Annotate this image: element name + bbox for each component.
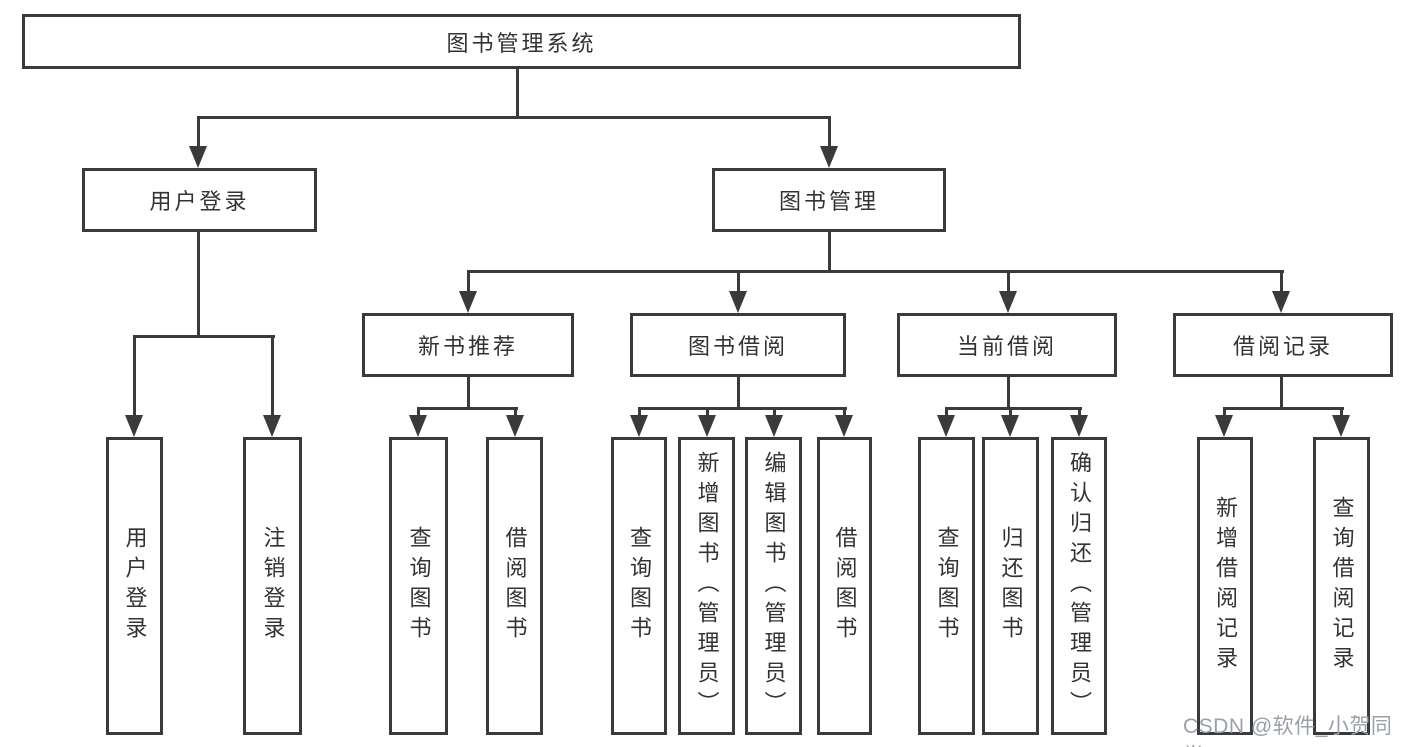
connector-arrow-stem (467, 270, 470, 298)
node-current-borrow: 当前借阅 (897, 313, 1117, 377)
connector-level3-bar (467, 270, 1284, 273)
leaf-query-book-borrow: 查询图书 (611, 437, 667, 735)
connector-arrow-stem (133, 335, 136, 421)
arrow-down-icon (1070, 415, 1088, 437)
connector-arrow-stem (737, 270, 740, 298)
connector-arrow-stem (828, 116, 831, 152)
arrow-down-icon (189, 146, 207, 168)
connector-borrow-group-bar (638, 407, 847, 410)
arrow-down-icon (820, 146, 838, 168)
arrow-down-icon (765, 415, 783, 437)
arrow-down-icon (263, 415, 281, 437)
leaf-borrow-book: 借阅图书 (817, 437, 872, 735)
connector-root-drop (516, 68, 519, 117)
leaf-edit-book-admin: 编辑图书（管理员） (745, 437, 802, 735)
connector-book-mgmt-drop (828, 232, 831, 272)
arrow-down-icon (125, 415, 143, 437)
connector-book-borrow-drop (737, 377, 740, 409)
connector-current-drop (1007, 377, 1010, 409)
connector-arrow-stem (638, 407, 641, 421)
connector-arrow-stem (773, 407, 776, 421)
node-book-borrow: 图书借阅 (630, 313, 846, 377)
connector-arrow-stem (1078, 407, 1081, 421)
arrow-down-icon (1215, 415, 1233, 437)
connector-level2-bar (197, 116, 831, 119)
arrow-down-icon (409, 415, 427, 437)
arrow-down-icon (729, 291, 747, 313)
leaf-add-borrow-record: 新增借阅记录 (1197, 437, 1253, 735)
leaf-logout: 注销登录 (243, 437, 302, 735)
connector-arrow-stem (843, 407, 846, 421)
connector-current-group-bar (945, 407, 1082, 410)
connector-arrow-stem (706, 407, 709, 421)
connector-arrow-stem (1340, 407, 1343, 421)
node-borrow-records: 借阅记录 (1173, 313, 1393, 377)
leaf-add-book-admin: 新增图书（管理员） (678, 437, 735, 735)
leaf-query-book-current: 查询图书 (918, 437, 975, 735)
arrow-down-icon (1272, 291, 1290, 313)
connector-arrow-stem (271, 335, 274, 421)
leaf-query-book-recommend: 查询图书 (389, 437, 448, 735)
connector-records-drop (1280, 377, 1283, 409)
connector-arrow-stem (1009, 407, 1012, 421)
node-new-book-recommend: 新书推荐 (362, 313, 574, 377)
node-root: 图书管理系统 (22, 14, 1021, 69)
connector-arrow-stem (1223, 407, 1226, 421)
csdn-watermark: CSDN @软件_小贺同学 (1183, 715, 1393, 747)
arrow-down-icon (937, 415, 955, 437)
connector-arrow-stem (1280, 270, 1283, 298)
connector-login-group-bar (133, 335, 275, 338)
node-user-login: 用户登录 (82, 168, 317, 232)
arrow-down-icon (630, 415, 648, 437)
connector-user-login-drop (197, 232, 200, 337)
connector-records-group-bar (1223, 407, 1344, 410)
arrow-down-icon (1332, 415, 1350, 437)
node-book-management: 图书管理 (712, 168, 946, 232)
leaf-borrow-book-recommend: 借阅图书 (486, 437, 543, 735)
connector-arrow-stem (197, 116, 200, 152)
connector-new-rec-drop (467, 377, 470, 409)
arrow-down-icon (698, 415, 716, 437)
arrow-down-icon (835, 415, 853, 437)
arrow-down-icon (1001, 415, 1019, 437)
connector-arrow-stem (1007, 270, 1010, 298)
arrow-down-icon (999, 291, 1017, 313)
connector-recommend-group-bar (417, 407, 518, 410)
connector-arrow-stem (514, 407, 517, 421)
connector-arrow-stem (417, 407, 420, 421)
leaf-query-borrow-record: 查询借阅记录 (1313, 437, 1370, 735)
arrow-down-icon (459, 291, 477, 313)
leaf-confirm-return-admin: 确认归还（管理员） (1051, 437, 1107, 735)
arrow-down-icon (506, 415, 524, 437)
leaf-return-book: 归还图书 (982, 437, 1039, 735)
leaf-user-login: 用户登录 (106, 437, 163, 735)
connector-arrow-stem (945, 407, 948, 421)
